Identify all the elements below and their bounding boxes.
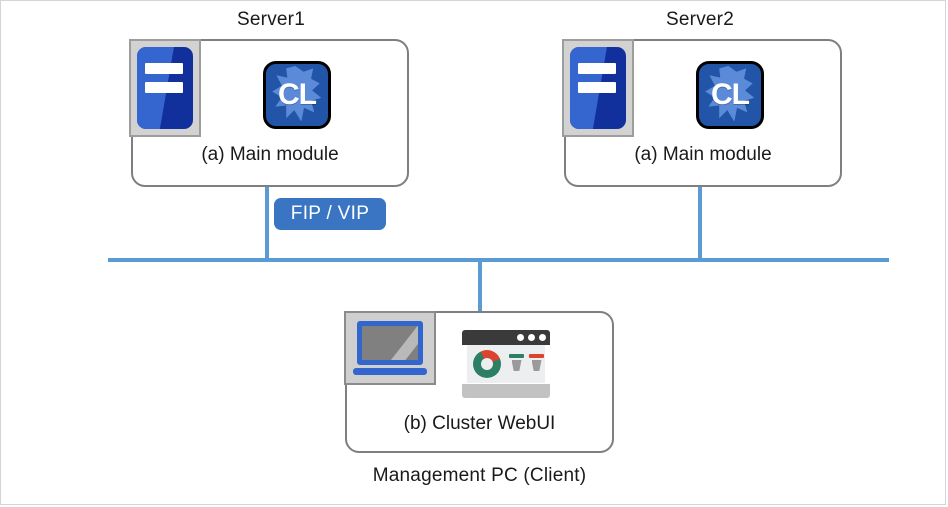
laptop-base	[353, 368, 427, 375]
management-pc-caption: Management PC (Client)	[372, 465, 587, 486]
management-pc-laptop-icon	[344, 311, 436, 385]
server1-caption: Server1	[237, 9, 305, 30]
server1-module-label: (a) Main module	[201, 144, 339, 165]
server1-server-rack-icon	[129, 39, 201, 137]
donut-chart-icon	[473, 350, 501, 378]
management-pc-browser-window-icon	[462, 330, 550, 398]
widget-cap	[529, 354, 544, 358]
server2-caption: Server2	[666, 9, 734, 30]
fip-vip-badge: FIP / VIP	[274, 198, 386, 230]
browser-widget-1	[509, 354, 524, 371]
cl-icon-label: CL	[278, 78, 317, 111]
interconnect-bus-line	[108, 258, 889, 262]
browser-widget-2	[529, 354, 544, 371]
server1-network-drop-line	[265, 187, 269, 261]
server-rack-slot-1	[144, 63, 183, 75]
browser-shadow-bar	[462, 384, 550, 398]
server-rack-body	[570, 47, 626, 129]
server2-network-drop-line	[698, 187, 702, 261]
browser-dot-1	[517, 334, 524, 341]
server-rack-slot-2	[144, 82, 183, 94]
server-rack-body	[137, 47, 193, 129]
browser-dot-3	[539, 334, 546, 341]
management-pc-drop-line	[478, 258, 482, 316]
browser-content-area	[467, 345, 545, 383]
server2-cluster-cl-icon: CL	[696, 61, 764, 129]
server2-server-rack-icon	[562, 39, 634, 137]
server-rack-slot-2	[577, 82, 616, 94]
laptop-screen	[357, 321, 423, 365]
widget-stem	[531, 360, 542, 371]
browser-dot-2	[528, 334, 535, 341]
server2-module-label: (a) Main module	[634, 144, 772, 165]
server1-cluster-cl-icon: CL	[263, 61, 331, 129]
browser-title-bar	[462, 330, 550, 345]
server-rack-slot-1	[577, 63, 616, 75]
widget-cap	[509, 354, 524, 358]
widget-stem	[511, 360, 522, 371]
cl-icon-label: CL	[711, 78, 750, 111]
management-pc-module-label: (b) Cluster WebUI	[403, 413, 556, 434]
